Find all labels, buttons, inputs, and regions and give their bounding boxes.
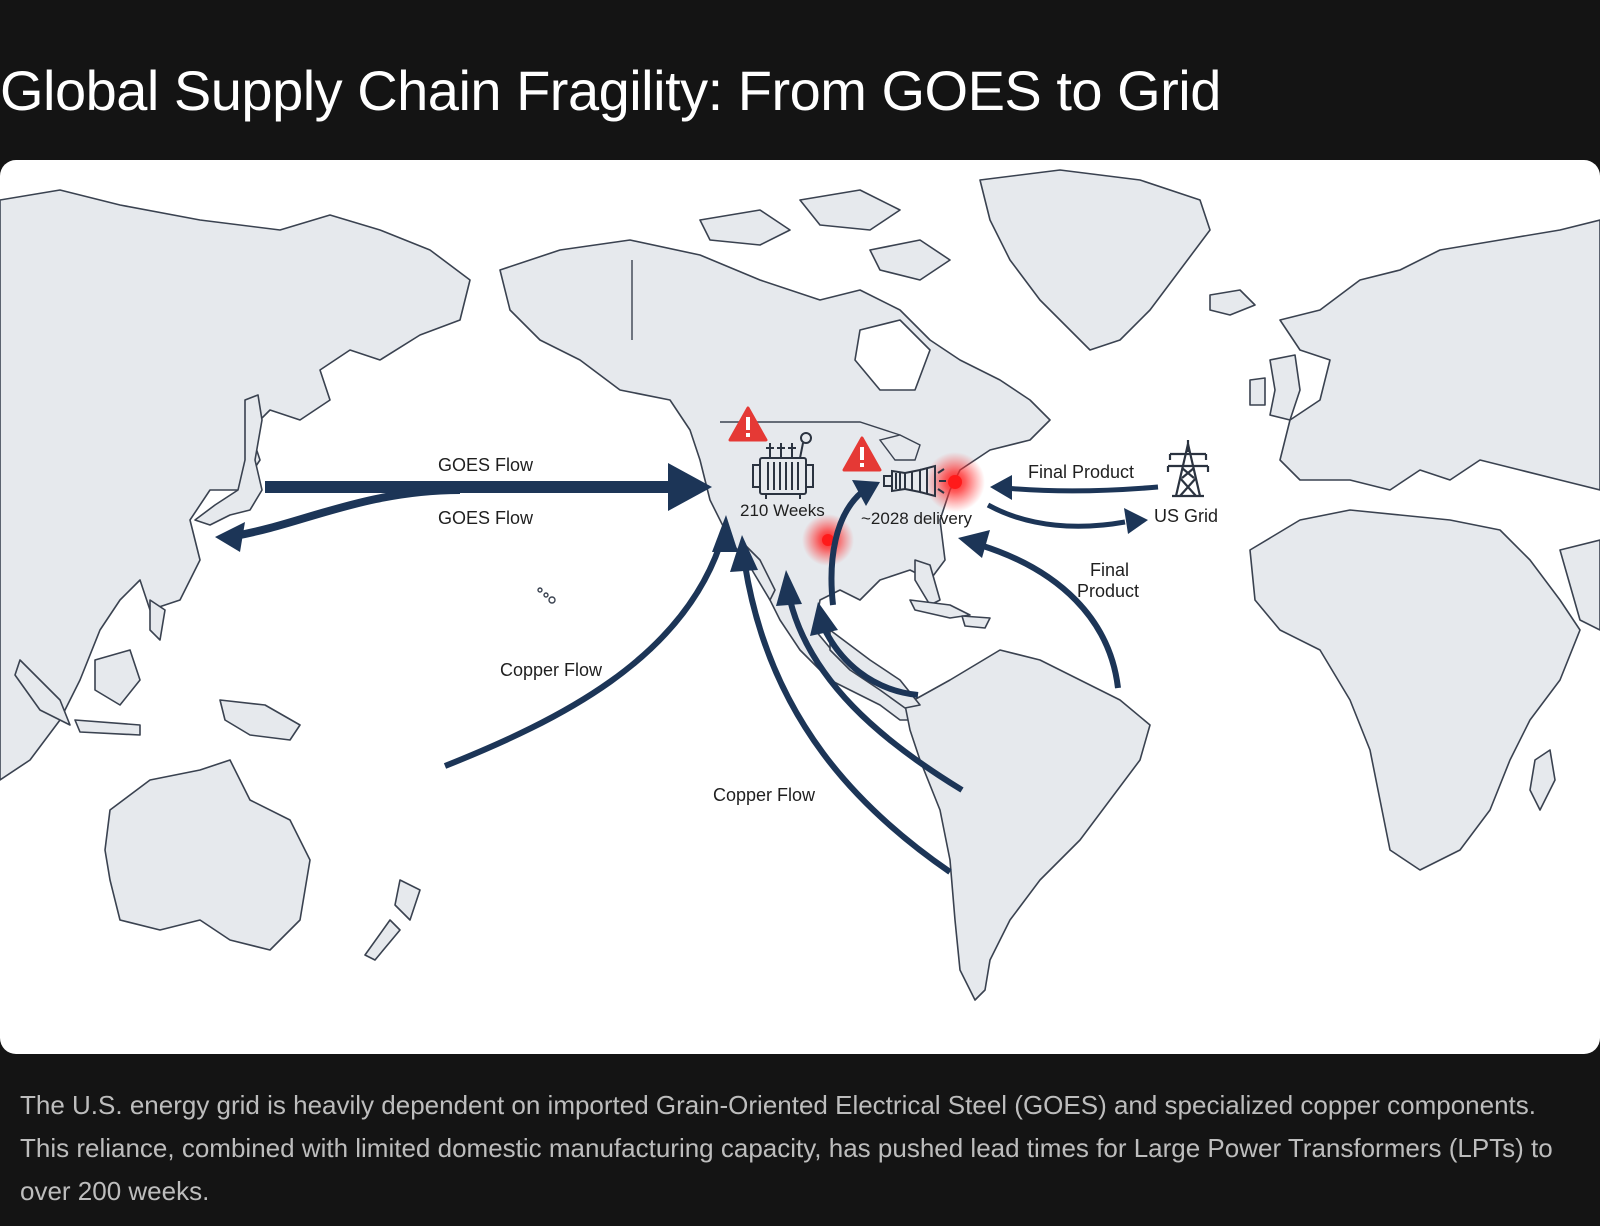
- great-lakes: [878, 434, 921, 461]
- hudson-bay: [854, 319, 931, 391]
- europe-landmass: [1279, 219, 1600, 491]
- landmasses: [0, 169, 1600, 1001]
- generator-icon: [883, 464, 946, 498]
- caption-text: The U.S. energy grid is heavily dependen…: [20, 1090, 1553, 1206]
- copper-flow-south-1: [742, 564, 952, 875]
- arabia-landmass: [1559, 539, 1600, 631]
- copper-flow-pacific: [443, 544, 723, 769]
- final-product-arrow-westbound: [1004, 484, 1159, 494]
- goes-flow-arrow-westbound: [234, 486, 461, 540]
- warning-icon: [728, 406, 768, 442]
- final-product-label-bottom-2: Product: [1077, 581, 1139, 601]
- madagascar-landmass: [1529, 749, 1556, 811]
- copper-flow-label-pacific: Copper Flow: [500, 660, 603, 680]
- arctic-island-3: [869, 239, 951, 281]
- ireland-landmass: [1249, 377, 1266, 406]
- iceland-landmass: [1209, 289, 1256, 316]
- warning-icon: [842, 436, 882, 472]
- arctic-island-2: [799, 189, 901, 231]
- us-canada-border: [720, 421, 901, 436]
- goes-flow-label-bottom: GOES Flow: [438, 508, 534, 528]
- hispaniola-landmass: [961, 615, 991, 629]
- goes-arrowhead-west: [215, 522, 245, 552]
- transformer-icon: [752, 432, 814, 499]
- new-zealand-south-landmass: [364, 919, 401, 961]
- hawaii-islands: [537, 587, 556, 604]
- borneo-landmass: [94, 649, 141, 706]
- flow-arrows: [215, 463, 1159, 875]
- new-zealand-landmass: [394, 879, 421, 921]
- transmission-tower-icon: [1166, 440, 1210, 498]
- south-america-landmass: [904, 649, 1151, 1001]
- supply-chain-map-card: GOES Flow GOES Flow Copper Flow Copper F…: [0, 160, 1600, 1054]
- philippines-landmass: [149, 599, 166, 641]
- goes-flow-label-top: GOES Flow: [438, 455, 534, 475]
- final-product-label-top: Final Product: [1028, 462, 1134, 482]
- final-product-arrow-northbound: [979, 542, 1121, 689]
- new-guinea-landmass: [219, 699, 301, 741]
- lead-time-label: 210 Weeks: [740, 501, 825, 520]
- great-britain-landmass: [1269, 354, 1301, 421]
- java-landmass: [74, 719, 141, 736]
- copper-flow-label-south: Copper Flow: [713, 785, 816, 805]
- copper-flow-south-3: [822, 628, 919, 698]
- japan-landmass: [194, 394, 263, 526]
- arctic-island-1: [699, 209, 791, 246]
- greenland-landmass: [979, 169, 1211, 351]
- delivery-estimate-label: ~2028 delivery: [861, 509, 973, 528]
- copper-flow-south-2: [787, 599, 964, 793]
- page-title: Global Supply Chain Fragility: From GOES…: [0, 59, 1221, 122]
- final-product-label-bottom-1: Final: [1090, 560, 1129, 580]
- africa-landmass: [1249, 509, 1581, 871]
- asia-landmass: [0, 189, 471, 781]
- final-product-arrow-eastbound: [986, 502, 1126, 529]
- component-flow-to-generator: [828, 489, 865, 606]
- borders: [631, 260, 921, 461]
- map-labels: GOES Flow GOES Flow Copper Flow Copper F…: [438, 455, 1218, 805]
- sumatra-landmass: [14, 659, 71, 726]
- world-map: GOES Flow GOES Flow Copper Flow Copper F…: [0, 169, 1600, 1001]
- cuba-landmass: [909, 599, 971, 619]
- goes-arrowhead-east: [668, 463, 712, 511]
- australia-landmass: [104, 759, 311, 951]
- us-grid-label: US Grid: [1154, 506, 1218, 526]
